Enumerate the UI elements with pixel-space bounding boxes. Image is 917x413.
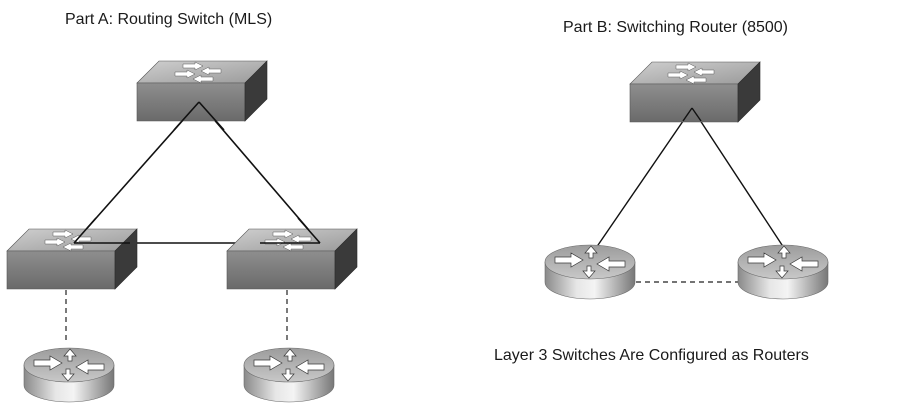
- router-icon-left: [23, 347, 115, 403]
- part-a-dashed-links: [65, 290, 288, 344]
- part-a-title: Part A: Routing Switch (MLS): [65, 11, 272, 28]
- link-top-overlay-left: [173, 101, 200, 131]
- router-icon-part-b-right: [737, 244, 829, 300]
- link-b-overlay-right: [691, 107, 702, 122]
- layer3-switch-icon-right: [226, 228, 358, 290]
- layer3-switch-icon-left: [6, 228, 138, 290]
- part-a-link-overlay: [73, 101, 321, 244]
- link-right-overlay: [297, 217, 321, 244]
- part-b-title: Part B: Switching Router (8500): [563, 19, 788, 36]
- router-icon-right: [243, 347, 335, 403]
- link-top-overlay-right: [198, 101, 225, 131]
- part-b-caption: Layer 3 Switches Are Configured as Route…: [494, 347, 809, 364]
- router-icon-part-b-left: [544, 244, 636, 300]
- link-left-overlay: [73, 217, 97, 244]
- link-b-overlay-left: [682, 107, 693, 122]
- part-b-links: [595, 107, 785, 249]
- layer3-switch-icon-top: [136, 60, 268, 122]
- part-a-links: [73, 101, 321, 244]
- link-switch-to-left-router: [595, 107, 693, 249]
- link-switch-to-right-router: [691, 107, 785, 249]
- part-b-link-overlay: [682, 107, 702, 122]
